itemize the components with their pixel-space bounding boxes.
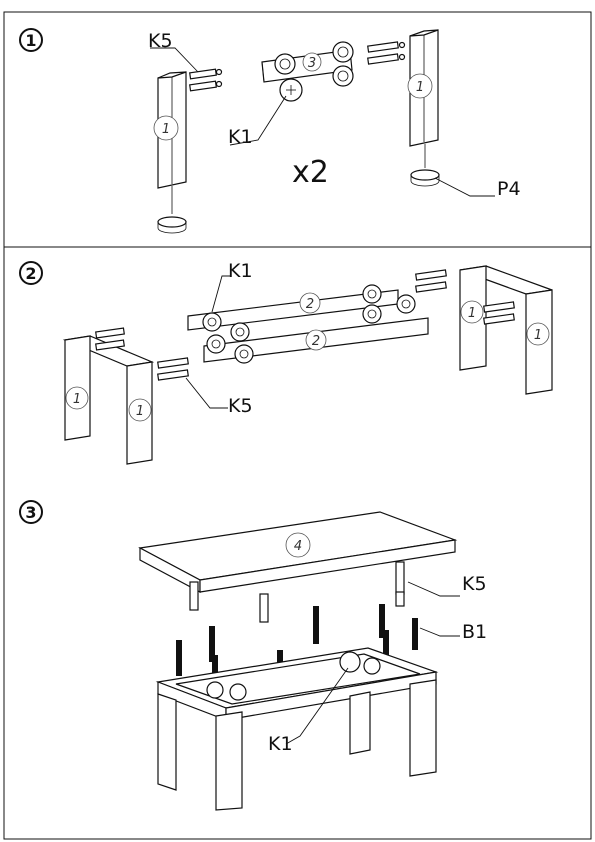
step2-label-k1: K1 (228, 260, 253, 282)
step3-cam-k1 (339, 651, 361, 673)
step3-label-b1: B1 (462, 621, 487, 643)
step-2-badge (19, 261, 43, 285)
step3-label-k1: K1 (268, 733, 293, 755)
step2-k5-bolts (95, 269, 515, 381)
step1-k5-bolts-left (189, 68, 223, 92)
step3-top-number: 4 (294, 539, 302, 554)
step-2-number: 2 (25, 264, 36, 283)
step1-rail-number: 3 (308, 56, 316, 71)
step2-rail-top-number: 2 (306, 297, 314, 312)
panel-step-1 (3, 11, 592, 248)
step1-rail: 3 (261, 41, 354, 102)
step1-multiplier: x2 (292, 155, 329, 190)
panel-step-2-3 (3, 246, 592, 840)
step2-rail-bottom-number: 2 (312, 334, 320, 349)
step1-k5-bolts-right (367, 41, 406, 65)
step1-label-k1: K1 (228, 126, 253, 148)
step2-label-k5: K5 (228, 395, 253, 417)
step3-table-top: 4 (138, 511, 458, 593)
step1-leg-left-number: 1 (162, 122, 170, 137)
step1-leg-right: 1 (407, 29, 440, 187)
step1-leg-left: 1 (153, 71, 187, 234)
step-1: 1 1 1 3 (19, 28, 521, 234)
step-1-number: 1 (25, 31, 36, 50)
step2-leg-a-number: 1 (73, 392, 81, 407)
step-3-badge (19, 500, 43, 524)
step3-bolts-k5 (189, 561, 405, 623)
step3-frame (155, 647, 439, 811)
step2-leg-d-number: 1 (534, 328, 542, 343)
step2-leg-c-number: 1 (468, 306, 476, 321)
step-3-number: 3 (25, 503, 36, 522)
step-3: 3 4 (19, 500, 487, 811)
step2-right-frame: 1 1 (459, 265, 553, 395)
step2-rails: 2 2 (187, 284, 429, 364)
step-1-badge (19, 28, 43, 52)
step1-label-k5: K5 (148, 30, 173, 52)
step3-label-k5: K5 (462, 573, 487, 595)
step1-leg-right-number: 1 (416, 80, 424, 95)
step-2: 2 1 1 1 1 2 (19, 260, 553, 465)
step2-left-frame: 1 1 (62, 335, 155, 465)
step2-leg-b-number: 1 (136, 404, 144, 419)
step1-label-p4: P4 (497, 178, 521, 200)
